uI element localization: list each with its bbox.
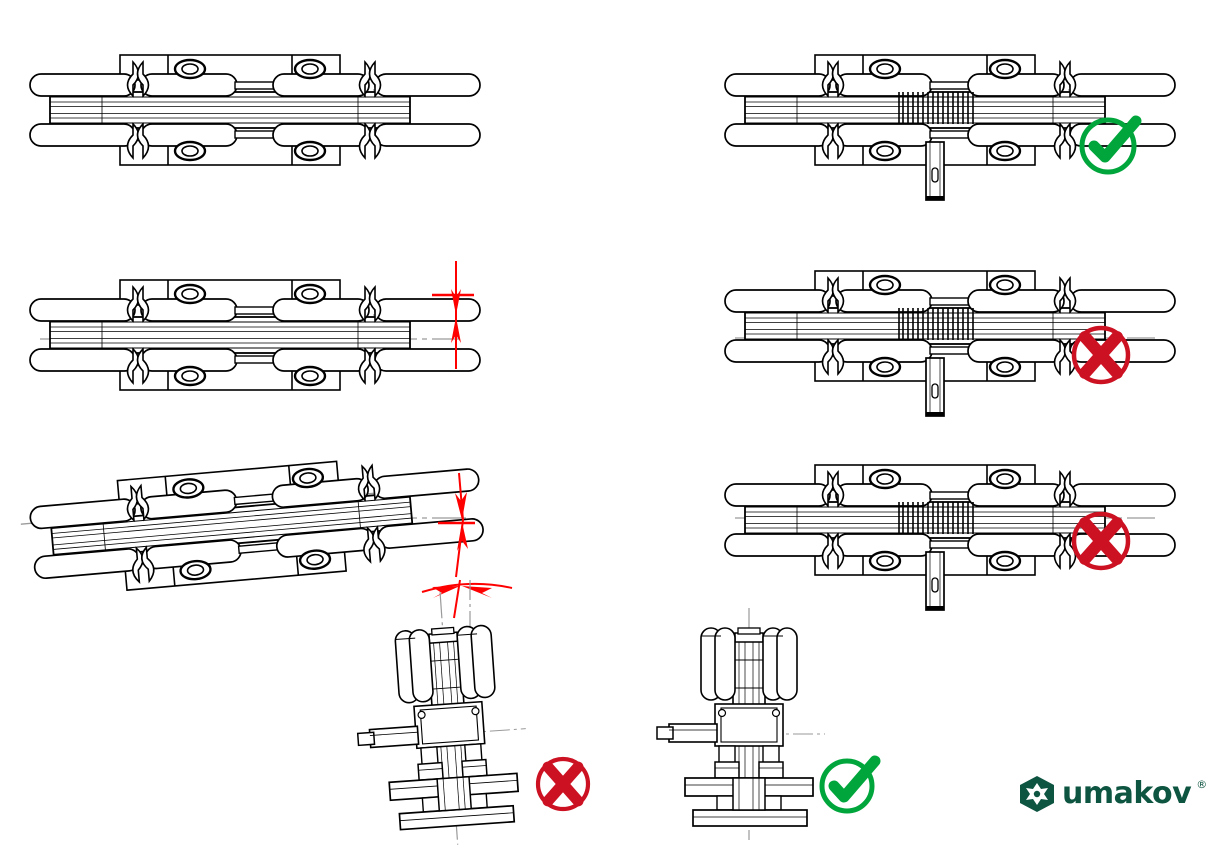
post-drawing-tilted: [349, 592, 526, 845]
post-drawing-plumb: [656, 608, 825, 840]
vertical-offset-dimension: [420, 245, 500, 425]
hinge-drawing: [28, 278, 482, 392]
cross-circle-icon: [1071, 511, 1131, 571]
angular-offset-dimension: [430, 465, 500, 585]
extension-line-tilted: [453, 579, 461, 619]
hinge-drawing: [28, 53, 482, 167]
status-mark-ok-row1: [1074, 108, 1146, 180]
dimension-arc: [421, 582, 513, 593]
hinge-reference-aligned: [28, 20, 482, 200]
arrow-left-icon: [432, 586, 460, 598]
check-circle-icon: [819, 755, 881, 814]
status-mark-ok-row4: [815, 750, 885, 820]
status-mark-bad-row2: [1068, 322, 1134, 388]
cross-circle-icon: [535, 756, 591, 812]
cross-circle-icon: [1071, 325, 1131, 385]
umakov-hex-icon: [1020, 776, 1054, 812]
registered-trademark-symbol: ®: [1196, 777, 1208, 791]
hinge-pin: [925, 551, 945, 611]
hinge-reference-offset: [28, 245, 482, 425]
arrow-down-icon: [451, 317, 461, 343]
hinge-drawing-tilted: [20, 448, 487, 600]
logo-wordmark: umakov: [1062, 776, 1192, 811]
status-mark-bad-row3: [1068, 508, 1134, 574]
hinge-assembly-aligned: [723, 20, 1177, 220]
umakov-logo[interactable]: umakov ®: [1018, 775, 1208, 813]
dimension-line: [455, 472, 465, 578]
status-mark-bad-row4: [532, 753, 594, 815]
arrow-right-icon: [462, 586, 492, 598]
hinge-pin: [925, 357, 945, 417]
hinge-reference-tilted: [20, 425, 487, 615]
gate-post-assembly-tilted: [349, 592, 605, 845]
hinge-pin: [925, 141, 945, 201]
check-circle-icon: [1079, 115, 1142, 175]
arrow-down-icon: [457, 522, 468, 551]
arrow-up-icon: [455, 492, 467, 520]
gate-post-assembly-plumb: [656, 600, 905, 840]
